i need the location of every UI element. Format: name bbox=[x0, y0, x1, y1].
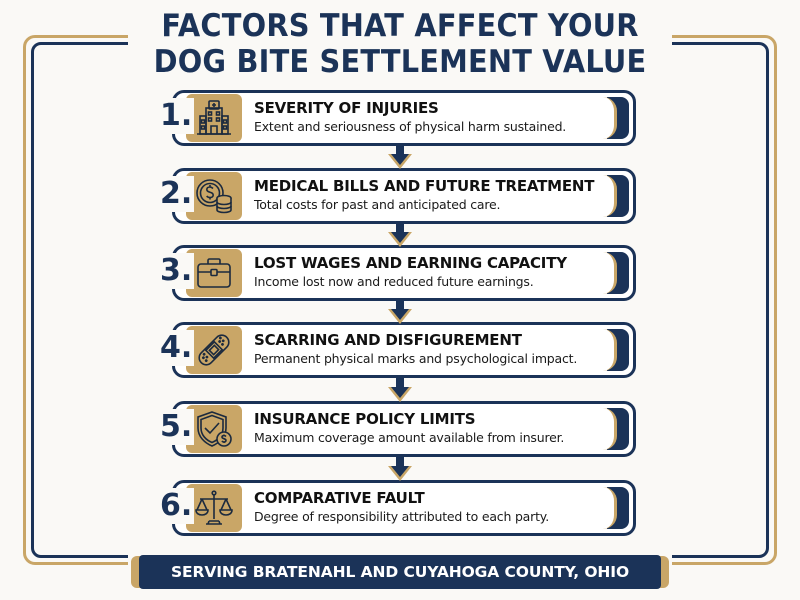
down-arrow-icon bbox=[388, 377, 412, 402]
title-line-2: DOG BITE SETTLEMENT VALUE bbox=[153, 44, 647, 80]
page-title: FACTORS THAT AFFECT YOUR DOG BITE SETTLE… bbox=[28, 8, 772, 80]
step-title: MEDICAL BILLS AND FUTURE TREATMENT bbox=[254, 177, 595, 195]
card-inner bbox=[179, 97, 617, 139]
card-inner bbox=[179, 329, 617, 371]
step-title: INSURANCE POLICY LIMITS bbox=[254, 410, 476, 428]
step-description: Permanent physical marks and psychologic… bbox=[254, 351, 578, 366]
step-card bbox=[172, 480, 636, 536]
factor-step-1: 1. SEVERITY OF INJURIES Extent and serio… bbox=[160, 90, 636, 146]
service-area-banner: SERVING BRATENAHL AND CUYAHOGA COUNTY, O… bbox=[139, 555, 661, 589]
down-arrow-icon bbox=[388, 222, 412, 247]
card-inner bbox=[179, 487, 617, 529]
step-text: SEVERITY OF INJURIES Extent and seriousn… bbox=[254, 99, 566, 135]
step-title: SEVERITY OF INJURIES bbox=[254, 99, 439, 117]
service-area-text: SERVING BRATENAHL AND CUYAHOGA COUNTY, O… bbox=[170, 563, 630, 581]
factor-step-3: 3. LOST WAGES AND EARNING CAPACITY Incom… bbox=[160, 245, 636, 301]
step-text: MEDICAL BILLS AND FUTURE TREATMENT Total… bbox=[254, 177, 595, 213]
card-inner bbox=[179, 408, 617, 450]
down-arrow-icon bbox=[388, 456, 412, 481]
factor-step-4: 4. SCARRING AND DISFIGUREMENT Permanent … bbox=[160, 322, 636, 378]
step-text: LOST WAGES AND EARNING CAPACITY Income l… bbox=[254, 254, 567, 290]
step-card bbox=[172, 322, 636, 378]
down-arrow-icon bbox=[388, 144, 412, 169]
step-title: SCARRING AND DISFIGUREMENT bbox=[254, 331, 522, 349]
step-number: 3. bbox=[160, 253, 195, 289]
bandage-icon bbox=[186, 326, 242, 374]
step-number: 4. bbox=[160, 330, 195, 366]
step-text: SCARRING AND DISFIGUREMENT Permanent phy… bbox=[254, 331, 577, 367]
step-number: 6. bbox=[160, 488, 195, 524]
step-description: Extent and seriousness of physical harm … bbox=[254, 119, 567, 134]
factor-step-5: 5. INSURANCE POLICY LIMITS Maximum cover… bbox=[160, 401, 636, 457]
step-description: Degree of responsibility attributed to e… bbox=[254, 509, 549, 524]
card-inner bbox=[179, 175, 617, 217]
coins-dollar-icon bbox=[186, 172, 242, 220]
card-inner bbox=[179, 252, 617, 294]
step-text: COMPARATIVE FAULT Degree of responsibili… bbox=[254, 489, 549, 525]
step-description: Maximum coverage amount available from i… bbox=[254, 430, 565, 445]
step-card bbox=[172, 401, 636, 457]
factor-step-6: 6. COMPARATIVE FAULT Degree of responsib… bbox=[160, 480, 636, 536]
title-background bbox=[128, 20, 672, 60]
hospital-icon bbox=[186, 94, 242, 142]
title-line-1: FACTORS THAT AFFECT YOUR bbox=[161, 8, 639, 44]
step-number: 2. bbox=[160, 176, 195, 212]
down-arrow-icon bbox=[388, 299, 412, 324]
shield-check-dollar-icon bbox=[186, 405, 242, 453]
briefcase-icon bbox=[186, 249, 242, 297]
step-card bbox=[172, 90, 636, 146]
step-number: 5. bbox=[160, 409, 195, 445]
scales-of-justice-icon bbox=[186, 484, 242, 532]
step-number: 1. bbox=[160, 98, 195, 134]
step-description: Total costs for past and anticipated car… bbox=[254, 197, 501, 212]
factor-step-2: 2. MEDICAL BILLS AND FUTURE TREATMENT To… bbox=[160, 168, 636, 224]
step-description: Income lost now and reduced future earni… bbox=[254, 274, 534, 289]
step-title: COMPARATIVE FAULT bbox=[254, 489, 425, 507]
step-title: LOST WAGES AND EARNING CAPACITY bbox=[254, 254, 567, 272]
step-text: INSURANCE POLICY LIMITS Maximum coverage… bbox=[254, 410, 564, 446]
